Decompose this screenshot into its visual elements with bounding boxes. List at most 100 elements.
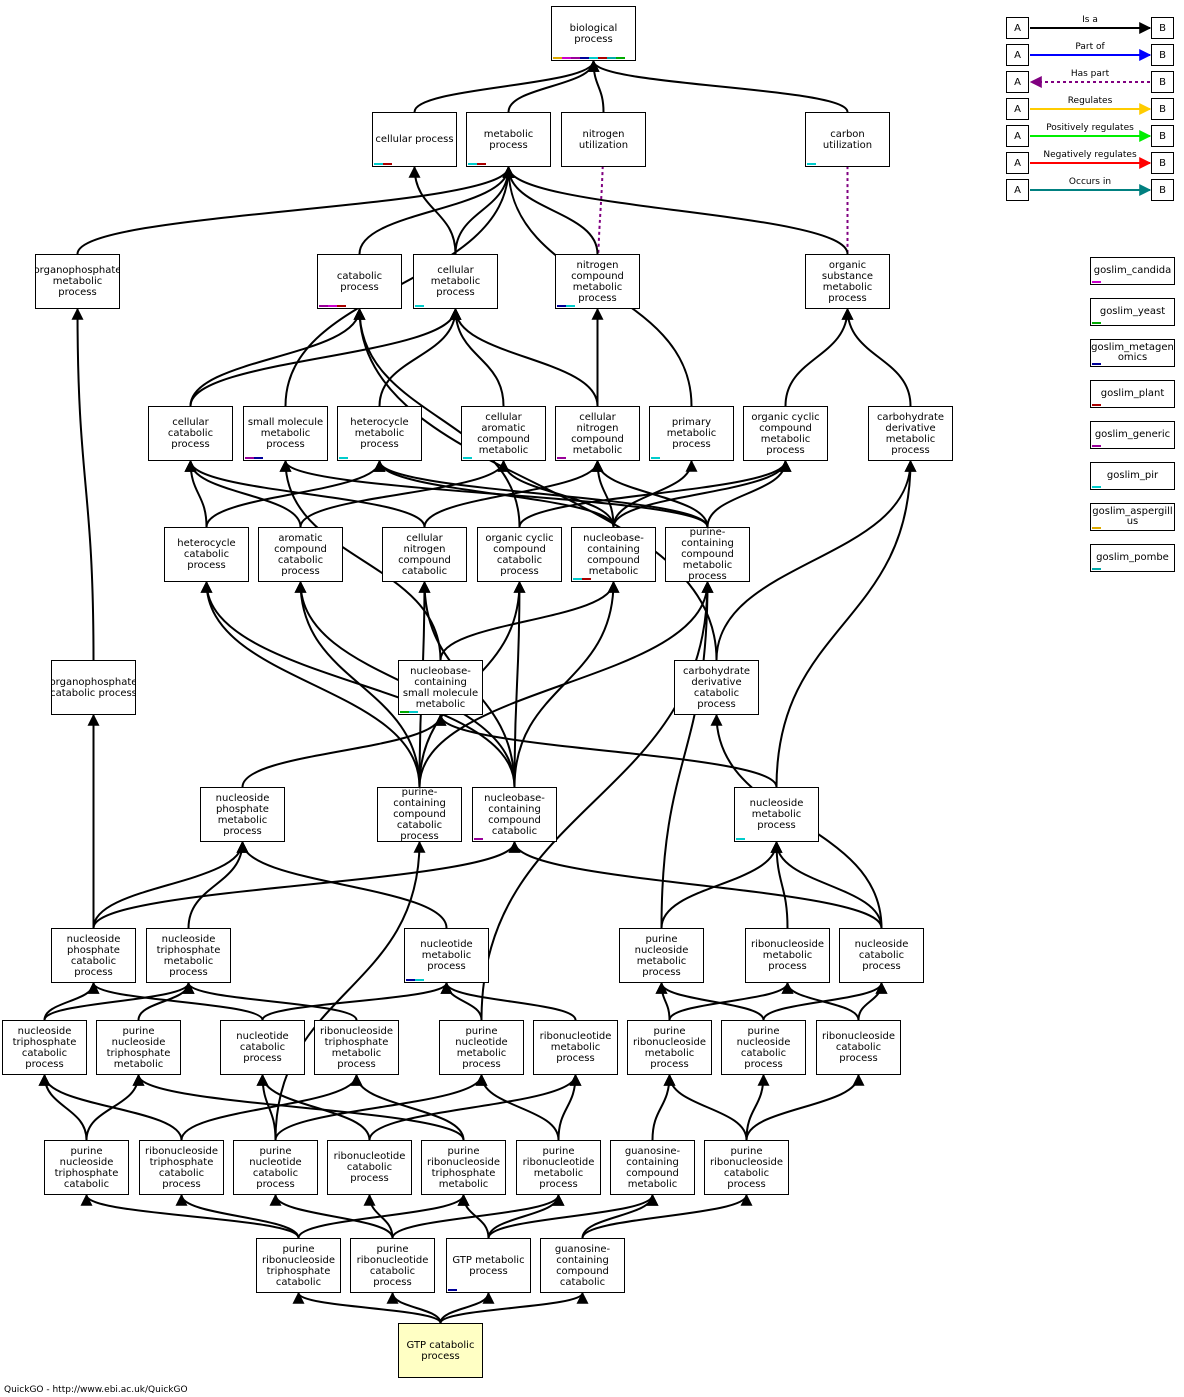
- go-term-pnscat[interactable]: purine nucleoside catabolic process: [721, 1020, 806, 1075]
- goslim-key-swatch: [1092, 445, 1101, 447]
- go-term-pnstpm[interactable]: purine nucleoside triphosphate metabolic: [96, 1020, 181, 1075]
- go-term-ncmet[interactable]: nitrogen compound metabolic process: [555, 254, 640, 309]
- goslim-key-label: goslim_aspergillus: [1092, 506, 1173, 527]
- go-term-cellcat[interactable]: cellular catabolic process: [148, 406, 233, 461]
- go-term-rntmet[interactable]: ribonucleotide metabolic process: [533, 1020, 618, 1075]
- go-term-opmet[interactable]: organophosphate metabolic process: [35, 254, 120, 309]
- edge-is_a: [87, 981, 264, 1021]
- go-term-opcat[interactable]: organophosphate catabolic process: [51, 660, 136, 715]
- go-term-pntmet[interactable]: purine nucleotide metabolic process: [439, 1020, 524, 1075]
- edge-is_a: [770, 840, 789, 929]
- edge-is_a: [184, 459, 426, 528]
- goslim-strip-goslim_generic: [245, 457, 254, 459]
- edge-is_a: [132, 1073, 465, 1141]
- go-term-cncat[interactable]: cellular nitrogen compound catabolic: [382, 527, 467, 582]
- go-term-label: nucleobase-containing compound metabolic: [583, 532, 644, 577]
- legend-node-a: A: [1006, 125, 1029, 147]
- go-term-pnstpc[interactable]: purine nucleoside triphosphate catabolic: [44, 1140, 129, 1195]
- go-term-metp[interactable]: metabolic process: [466, 112, 551, 167]
- go-term-osmet[interactable]: organic substance metabolic process: [805, 254, 890, 309]
- go-term-label: cellular nitrogen compound catabolic: [398, 532, 451, 577]
- goslim-key-swatch: [1092, 527, 1101, 529]
- goslim-strip-goslim_pir: [415, 305, 424, 307]
- go-term-hetcat[interactable]: heterocycle catabolic process: [164, 527, 249, 582]
- go-term-label: nucleotide metabolic process: [420, 939, 473, 972]
- go-term-cellmet[interactable]: cellular metabolic process: [413, 254, 498, 309]
- legend-node-b: B: [1151, 44, 1174, 66]
- go-term-prnstpm[interactable]: purine ribonucleoside triphosphate metab…: [421, 1140, 506, 1195]
- go-term-bp[interactable]: biological process: [551, 6, 636, 61]
- go-term-label: cellular aromatic compound metabolic: [477, 411, 530, 456]
- go-term-carbu[interactable]: carbon utilization: [805, 112, 890, 167]
- go-term-ntcat[interactable]: nucleotide catabolic process: [220, 1020, 305, 1075]
- edge-is_a: [439, 580, 620, 661]
- go-term-cellp[interactable]: cellular process: [372, 112, 457, 167]
- go-term-label: nitrogen utilization: [578, 128, 629, 151]
- go-term-prnstpc[interactable]: purine ribonucleoside triphosphate catab…: [256, 1238, 341, 1293]
- go-term-pntcat[interactable]: purine nucleotide catabolic process: [233, 1140, 318, 1195]
- go-term-hetmet[interactable]: heterocycle metabolic process: [337, 406, 422, 461]
- edge-is_a: [457, 1193, 490, 1239]
- go-term-nspmet[interactable]: nucleoside phosphate metabolic process: [200, 787, 285, 842]
- goslim-key-swatch: [1092, 404, 1101, 406]
- go-term-nbccat[interactable]: nucleobase-containing compound catabolic: [472, 787, 557, 842]
- go-term-label: purine ribonucleoside triphosphate metab…: [426, 1145, 501, 1190]
- go-term-pnsmet[interactable]: purine nucleoside metabolic process: [619, 928, 704, 983]
- go-term-rnstpc[interactable]: ribonucleoside triphosphate catabolic pr…: [139, 1140, 224, 1195]
- go-term-nstpcat[interactable]: nucleoside triphosphate catabolic proces…: [2, 1020, 87, 1075]
- go-term-prntcat[interactable]: purine ribonucleotide catabolic process: [350, 1238, 435, 1293]
- goslim-strip-goslim_pir: [651, 457, 660, 459]
- legend-node-b: B: [1151, 17, 1174, 39]
- go-term-gtpcat[interactable]: GTP catabolic process: [398, 1323, 483, 1378]
- go-term-label: organophosphate metabolic process: [35, 265, 120, 298]
- go-term-nscat[interactable]: nucleoside catabolic process: [839, 928, 924, 983]
- edge-is_a: [279, 459, 442, 661]
- go-term-gtpmet[interactable]: GTP metabolic process: [446, 1238, 531, 1293]
- go-term-cdcat[interactable]: carbohydrate derivative catabolic proces…: [674, 660, 759, 715]
- edge-is_a: [373, 459, 709, 528]
- go-term-nbsmm[interactable]: nucleobase-containing small molecule met…: [398, 660, 483, 715]
- go-term-camet[interactable]: cellular aromatic compound metabolic: [461, 406, 546, 461]
- go-term-gccc[interactable]: guanosine-containing compound catabolic: [540, 1238, 625, 1293]
- go-term-label: nucleoside phosphate metabolic process: [215, 792, 270, 837]
- go-term-pccat[interactable]: purine-containing compound catabolic pro…: [377, 787, 462, 842]
- edge-is_a: [513, 580, 620, 788]
- go-term-occcat[interactable]: organic cyclic compound catabolic proces…: [477, 527, 562, 582]
- go-term-prnscat[interactable]: purine ribonucleoside catabolic process: [704, 1140, 789, 1195]
- go-term-nsmet[interactable]: nucleoside metabolic process: [734, 787, 819, 842]
- go-term-nstpmet[interactable]: nucleoside triphosphate metabolic proces…: [146, 928, 231, 983]
- go-term-prntmet[interactable]: purine ribonucleotide metabolic process: [516, 1140, 601, 1195]
- legend-node-b: B: [1151, 179, 1174, 201]
- go-term-label: biological process: [569, 22, 618, 45]
- goslim-key-swatch: [1092, 486, 1101, 488]
- goslim-key-label: goslim_plant: [1100, 388, 1165, 399]
- go-term-accat[interactable]: aromatic compound catabolic process: [258, 527, 343, 582]
- go-term-prnsmet[interactable]: purine ribonucleoside metabolic process: [627, 1020, 712, 1075]
- go-term-catp[interactable]: catabolic process: [317, 254, 402, 309]
- go-term-rntcat[interactable]: ribonucleotide catabolic process: [327, 1140, 412, 1195]
- go-term-pcmet[interactable]: purine-containing compound metabolic pro…: [665, 527, 750, 582]
- go-term-nspcat[interactable]: nucleoside phosphate catabolic process: [51, 928, 136, 983]
- go-term-cnmet[interactable]: cellular nitrogen compound metabolic: [555, 406, 640, 461]
- go-term-cdmet[interactable]: carbohydrate derivative metabolic proces…: [868, 406, 953, 461]
- go-term-label: ribonucleotide metabolic process: [539, 1031, 612, 1064]
- go-term-nbcmet[interactable]: nucleobase-containing compound metabolic: [571, 527, 656, 582]
- edge-is_a: [841, 307, 912, 407]
- edge-is_a: [189, 307, 366, 407]
- go-term-rnscat[interactable]: ribonucleoside catabolic process: [816, 1020, 901, 1075]
- edge-is_a: [71, 307, 95, 661]
- go-term-primet[interactable]: primary metabolic process: [649, 406, 734, 461]
- go-term-smmet[interactable]: small molecule metabolic process: [243, 406, 328, 461]
- goslim-key-label: goslim_pir: [1106, 470, 1159, 481]
- go-term-nitu[interactable]: nitrogen utilization: [561, 112, 646, 167]
- go-term-gccm[interactable]: guanosine-containing compound metabolic: [610, 1140, 695, 1195]
- go-term-label: nucleoside catabolic process: [854, 939, 909, 972]
- go-term-label: cellular metabolic process: [430, 265, 481, 298]
- go-term-ntmet[interactable]: nucleotide metabolic process: [404, 928, 489, 983]
- go-term-rnstpm[interactable]: ribonucleoside triphosphate metabolic pr…: [314, 1020, 399, 1075]
- go-term-label: guanosine-containing compound catabolic: [554, 1243, 611, 1288]
- go-term-occmet[interactable]: organic cyclic compound metabolic proces…: [743, 406, 828, 461]
- goslim-key-swatch: [1092, 322, 1101, 324]
- go-term-rnsmet[interactable]: ribonucleoside metabolic process: [745, 928, 830, 983]
- edge-is_a: [256, 1073, 371, 1141]
